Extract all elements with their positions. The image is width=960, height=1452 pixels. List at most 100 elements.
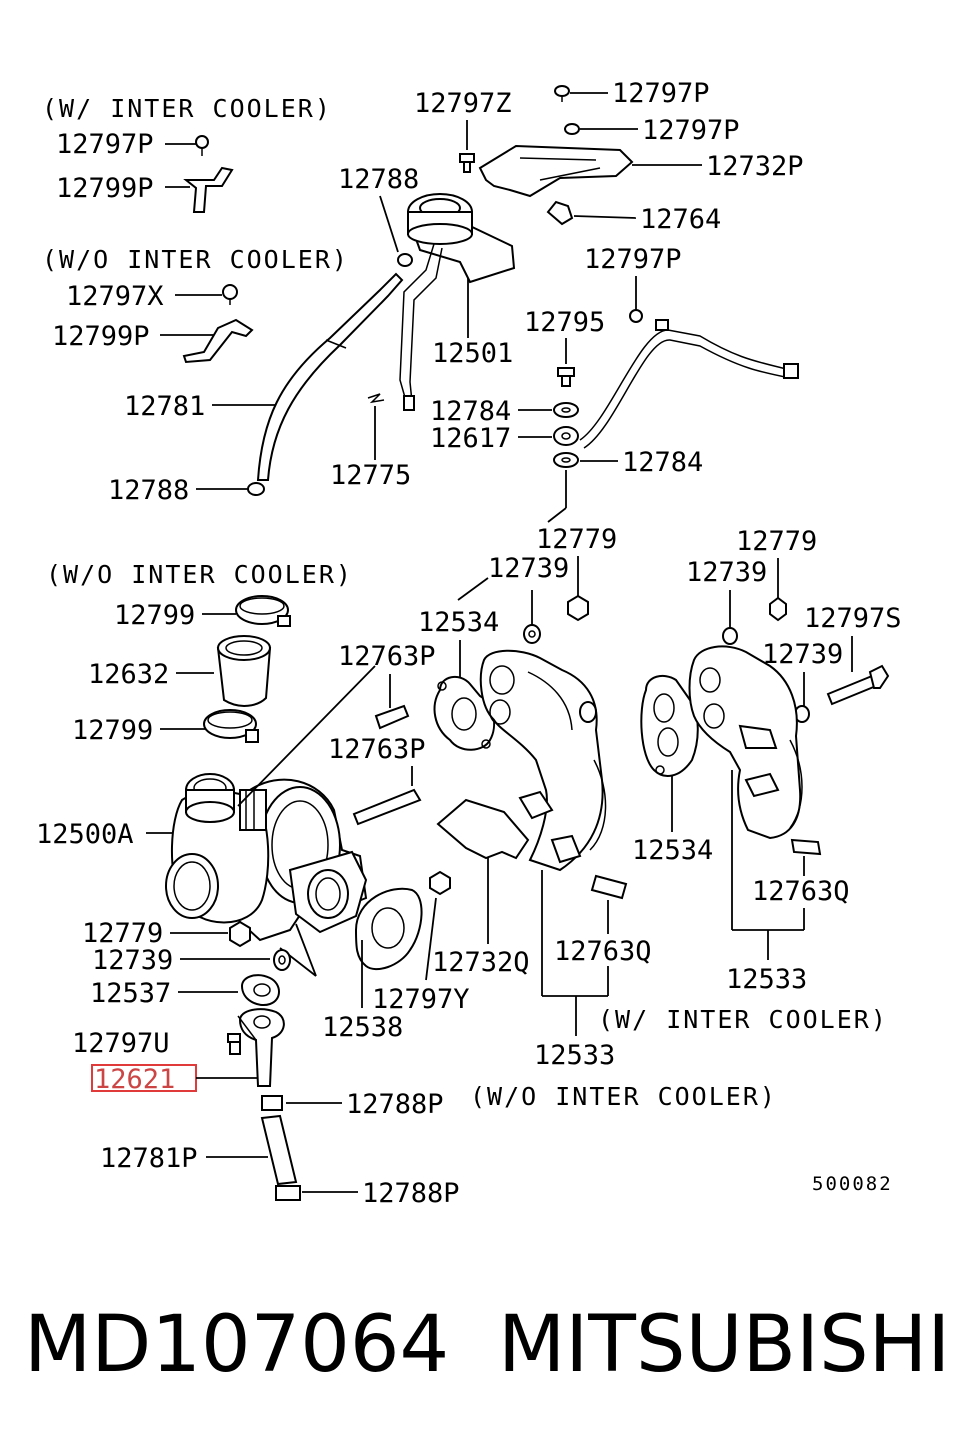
- bracket-12799P-b: [182, 318, 254, 364]
- leader-line: [237, 665, 376, 807]
- label-12784-a[interactable]: 12784: [430, 396, 511, 427]
- leader-line: [573, 215, 637, 219]
- label-12788P-a[interactable]: 12788P: [346, 1089, 444, 1120]
- label-12797P-a[interactable]: 12797P: [56, 129, 154, 160]
- bracket-12732P: [478, 144, 634, 198]
- label-12797X[interactable]: 12797X: [66, 281, 164, 312]
- label-12797Z[interactable]: 12797Z: [414, 88, 512, 119]
- gasket-12538: [354, 887, 423, 971]
- washer-12739-b: [722, 627, 738, 645]
- label-12799P-b[interactable]: 12799P: [52, 321, 150, 352]
- clamp-12799-b: [203, 709, 259, 743]
- label-12797U[interactable]: 12797U: [72, 1028, 170, 1059]
- note-wo-inter-cooler-top: (W/O INTER COOLER): [42, 245, 349, 274]
- label-12779-a[interactable]: 12779: [536, 524, 617, 555]
- label-12537[interactable]: 12537: [90, 978, 171, 1009]
- label-12533-b[interactable]: 12533: [534, 1040, 615, 1071]
- label-12797Y[interactable]: 12797Y: [372, 984, 470, 1015]
- exhaust-manifold-right: [688, 645, 803, 840]
- stud-12763P-b: [352, 788, 422, 826]
- label-12797S[interactable]: 12797S: [804, 603, 902, 634]
- bolt-12797P-a: [195, 135, 209, 156]
- washer-12784-a: [553, 402, 579, 418]
- label-12501[interactable]: 12501: [432, 338, 513, 369]
- label-12732P[interactable]: 12732P: [706, 151, 804, 182]
- label-12763Q-a[interactable]: 12763Q: [554, 936, 652, 967]
- bracket-12799P-a: [183, 166, 234, 213]
- label-12781[interactable]: 12781: [124, 391, 205, 422]
- label-12799-a[interactable]: 12799: [114, 600, 195, 631]
- label-12784-b[interactable]: 12784: [622, 447, 703, 478]
- hose-12781P: [260, 1114, 298, 1186]
- label-12732Q[interactable]: 12732Q: [432, 947, 530, 978]
- clamp-12788P-b: [275, 1185, 301, 1201]
- nut-12779-a: [567, 594, 589, 622]
- clip-12775: [367, 393, 385, 404]
- label-12500A[interactable]: 12500A: [36, 819, 134, 850]
- bolt-12797Z: [459, 153, 475, 173]
- nut-12779-b: [769, 596, 787, 622]
- stud-12763P-a: [374, 704, 410, 730]
- footer: MD107064 MITSUBISHI: [0, 1290, 960, 1400]
- gasket-12534-a: [433, 675, 496, 751]
- bolt-12797U: [227, 1033, 241, 1055]
- label-12799-b[interactable]: 12799: [72, 715, 153, 746]
- washer-12739-a: [523, 624, 541, 644]
- bolt-12797P-d: [629, 309, 643, 323]
- label-12781P[interactable]: 12781P: [100, 1143, 198, 1174]
- turbocharger-12500A: [165, 773, 368, 942]
- stud-12763Q-a: [590, 874, 628, 900]
- washer-12739-d: [273, 949, 291, 971]
- brand-name: MITSUBISHI: [498, 1300, 951, 1390]
- note-wo-inter-cooler-bottom: (W/O INTER COOLER): [470, 1082, 777, 1111]
- heat-shield-12732Q: [436, 798, 530, 860]
- label-12775[interactable]: 12775: [330, 460, 411, 491]
- label-12779-b[interactable]: 12779: [736, 526, 817, 557]
- clamp-12788-a: [247, 482, 265, 496]
- bolt-12797P-c: [564, 123, 580, 135]
- bolt-12795: [557, 367, 575, 387]
- nut-12779-c: [229, 920, 251, 948]
- clip-12764: [546, 200, 574, 226]
- label-12797P-d[interactable]: 12797P: [584, 244, 682, 275]
- label-12763P-a[interactable]: 12763P: [338, 641, 436, 672]
- label-12764[interactable]: 12764: [640, 204, 721, 235]
- label-12739-c[interactable]: 12739: [762, 639, 843, 670]
- note-wo-inter-cooler-mid: (W/O INTER COOLER): [46, 560, 353, 589]
- label-12739-d[interactable]: 12739: [92, 945, 173, 976]
- label-12538[interactable]: 12538: [322, 1012, 403, 1043]
- label-12632[interactable]: 12632: [88, 659, 169, 690]
- clamp-12799-a: [235, 595, 291, 627]
- leader-line: [425, 897, 437, 981]
- part-number: MD107064: [24, 1300, 450, 1390]
- label-12533-a[interactable]: 12533: [726, 964, 807, 995]
- label-12779-c[interactable]: 12779: [82, 918, 163, 949]
- label-12621-highlighted[interactable]: 12621: [94, 1064, 175, 1095]
- label-12739-a[interactable]: 12739: [488, 553, 569, 584]
- oil-return-pipe-12621: [237, 1008, 285, 1087]
- clamp-12788-b: [397, 253, 413, 267]
- bolt-12797S: [826, 664, 890, 706]
- exhaust-manifold-12533: [479, 649, 607, 872]
- bolt-12797P-b: [554, 85, 570, 102]
- bolt-12797Y: [429, 870, 451, 896]
- label-12797P-c[interactable]: 12797P: [642, 115, 740, 146]
- label-12788-a[interactable]: 12788: [108, 475, 189, 506]
- oil-feed-pipe: [579, 329, 791, 441]
- figure-number: 500082: [812, 1173, 893, 1195]
- label-12617[interactable]: 12617: [430, 423, 511, 454]
- label-12739-b[interactable]: 12739: [686, 557, 767, 588]
- label-12797P-b[interactable]: 12797P: [612, 78, 710, 109]
- label-12534-b[interactable]: 12534: [632, 835, 713, 866]
- label-12788P-b[interactable]: 12788P: [362, 1178, 460, 1209]
- label-12799P-a[interactable]: 12799P: [56, 173, 154, 204]
- stud-12763Q-b: [790, 838, 822, 856]
- leader-line: [457, 577, 489, 601]
- label-12795[interactable]: 12795: [524, 307, 605, 338]
- label-12763Q-b[interactable]: 12763Q: [752, 876, 850, 907]
- label-12763P-b[interactable]: 12763P: [328, 734, 426, 765]
- hose-12632: [216, 635, 272, 707]
- label-12788-b[interactable]: 12788: [338, 164, 419, 195]
- label-12534-a[interactable]: 12534: [418, 607, 499, 638]
